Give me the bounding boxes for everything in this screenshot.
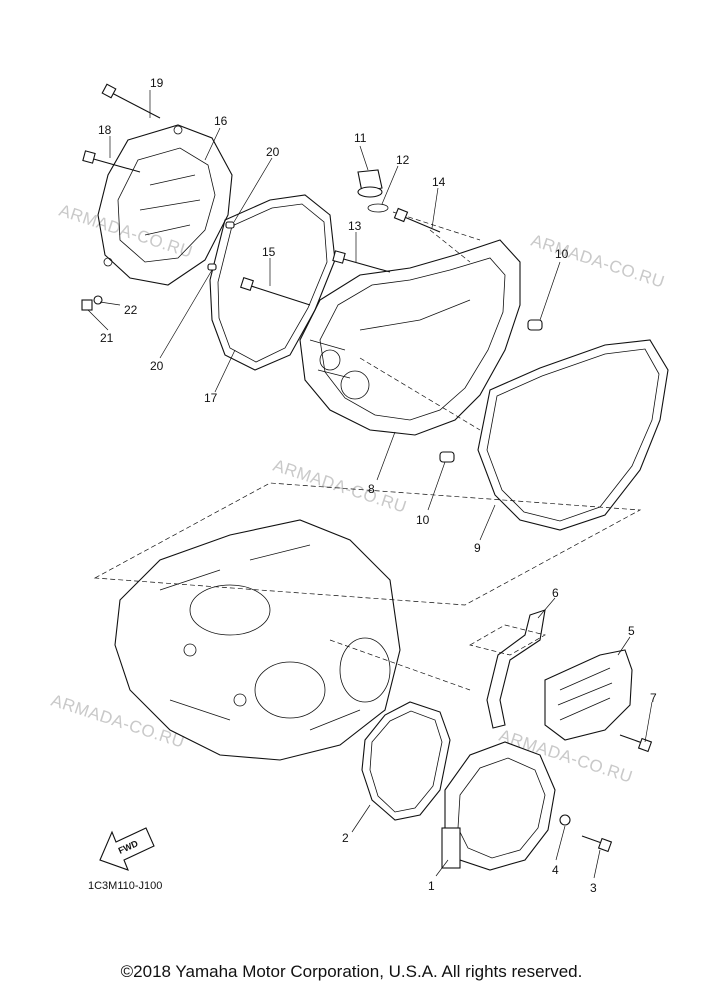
callout-10-upper: 10 [555, 247, 569, 261]
watermark-1: ARMADA-CO.RU [57, 201, 195, 262]
bolt-18 [89, 157, 141, 173]
callout-11: 11 [354, 131, 367, 145]
washer-4 [559, 814, 571, 826]
drawing-code: 1C3M110-J100 [88, 880, 162, 892]
part-crankcase-cover [299, 239, 521, 436]
bolt-15 [247, 284, 311, 306]
part-generator-cover [441, 741, 556, 871]
lower-assembly-plane [469, 624, 546, 656]
callout-8: 8 [368, 482, 375, 496]
bolt-14 [401, 215, 441, 233]
part-reed-valve [544, 649, 633, 741]
part-clutch-cover-outer [97, 124, 233, 286]
guide-line-4 [329, 639, 471, 691]
callout-7: 7 [650, 691, 657, 705]
part-o-ring [367, 203, 389, 213]
part-oil-filler-cap [357, 169, 383, 198]
part-crankcase [114, 519, 401, 761]
callout-18: 18 [98, 123, 112, 137]
callout-labels: 1 2 3 4 5 6 7 8 9 10 10 11 12 13 14 15 1… [98, 76, 657, 895]
callout-5: 5 [628, 624, 635, 638]
part-crankcase-gasket [477, 339, 669, 531]
guide-line-2 [429, 229, 471, 263]
watermark-2: ARMADA-CO.RU [529, 231, 667, 292]
copyright-notice: ©2018 Yamaha Motor Corporation, U.S.A. A… [120, 962, 583, 981]
fwd-arrow: FWD [99, 827, 155, 871]
part-bracket [486, 609, 546, 729]
callout-20-upper: 20 [266, 145, 280, 159]
fwd-arrow-icon [99, 827, 155, 871]
dowel-pin-10-lower [439, 451, 455, 463]
callout-19: 19 [150, 76, 164, 90]
bolts [81, 83, 653, 853]
washer-22 [93, 295, 103, 305]
pin-20-lower [207, 263, 217, 271]
callout-16: 16 [214, 114, 228, 128]
dowel-pins [207, 221, 543, 463]
callout-6: 6 [552, 586, 559, 600]
part-generator-gasket [361, 701, 451, 821]
bolt-13 [339, 257, 391, 273]
leader-lines [87, 90, 653, 879]
callout-14: 14 [432, 175, 446, 189]
callout-9: 9 [474, 541, 481, 555]
callout-22: 22 [124, 303, 138, 317]
bolt-19 [109, 91, 161, 119]
callout-3: 3 [590, 881, 597, 895]
nut-21 [81, 299, 93, 311]
guide-line-1 [392, 211, 481, 241]
callout-1: 1 [428, 879, 435, 893]
assembly-planes [93, 211, 642, 691]
guide-line-3 [359, 357, 481, 431]
callout-17: 17 [204, 391, 218, 405]
callout-21: 21 [100, 331, 114, 345]
watermark-4: ARMADA-CO.RU [49, 691, 187, 752]
callout-2: 2 [342, 831, 349, 845]
pin-20-upper [225, 221, 235, 229]
callout-4: 4 [552, 863, 559, 877]
watermark-3: ARMADA-CO.RU [271, 456, 409, 517]
upper-assembly-plane [93, 482, 642, 606]
part-clutch-cover-gasket [209, 194, 336, 371]
callout-13: 13 [348, 219, 362, 233]
dowel-pin-10-upper [527, 319, 543, 331]
callout-15: 15 [262, 245, 276, 259]
callout-20-lower: 20 [150, 359, 164, 373]
callout-12: 12 [396, 153, 410, 167]
callout-10-lower: 10 [416, 513, 430, 527]
